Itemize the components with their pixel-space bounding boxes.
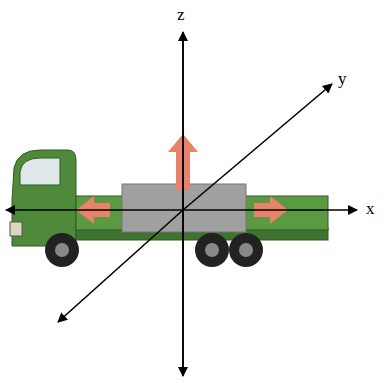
axis-label-z: z [177,6,185,23]
truck [10,150,328,267]
axis-label-y: y [338,70,347,87]
axis-label-x: x [366,200,375,217]
coordinate-axes [6,32,357,376]
